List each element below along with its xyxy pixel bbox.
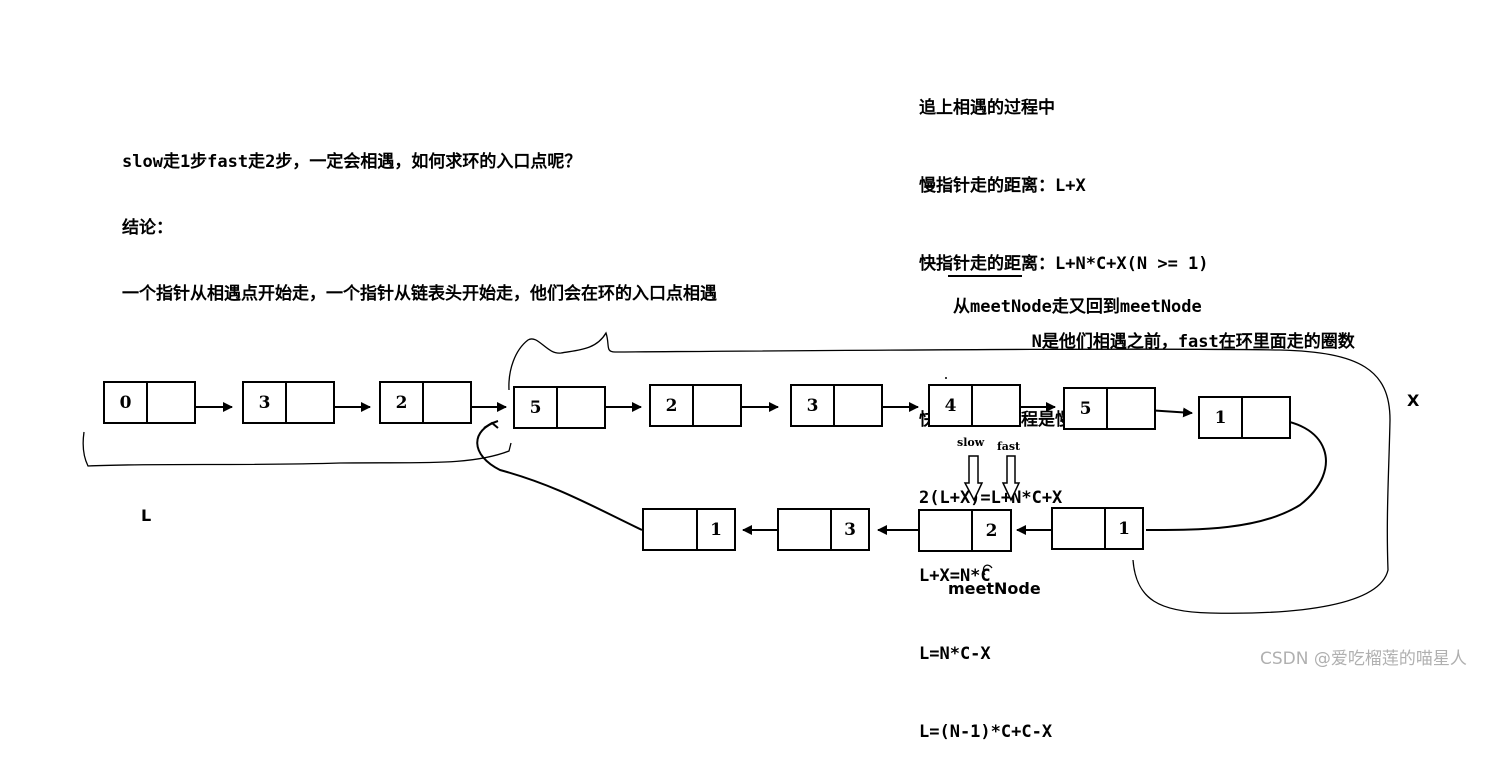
node-next	[920, 511, 971, 550]
node-value: 0	[119, 392, 132, 413]
list-node-top-4: 2	[649, 384, 742, 427]
derivation-line: 快指针走的距离：L+N*C+X(N >= 1)	[919, 254, 1209, 274]
derivation-line: N是他们相遇之前，fast在环里面走的圈数	[919, 332, 1355, 352]
list-node-top-6: 4	[928, 384, 1021, 427]
list-node-top-3: 5	[513, 386, 606, 429]
node-value: 3	[258, 392, 271, 413]
derivation-line: L=(N-1)*C+C-X	[919, 722, 1053, 742]
fast-arrow-icon	[1001, 455, 1021, 502]
dot-mark	[945, 377, 947, 379]
X-label: X	[1407, 391, 1420, 410]
node-value: 1	[696, 510, 734, 549]
node-value: 1	[1214, 407, 1227, 428]
conclusion-text: slow走1步fast走2步，一定会相遇，如何求环的入口点呢？ 结论： 一个指针…	[122, 107, 717, 327]
curve-right-turn	[1145, 418, 1327, 531]
derivation-line: 2(L+X)=L+N*C+X	[919, 488, 1063, 508]
list-node-bottom-2: 2	[918, 509, 1012, 552]
derivation-line: L+X=N*C	[919, 566, 991, 586]
fast-label: fast	[997, 440, 1021, 453]
node-next	[779, 510, 830, 549]
meetnode-label: meetNode	[948, 579, 1041, 598]
node-next	[285, 383, 333, 422]
list-node-top-0: 0	[103, 381, 196, 424]
diagram-links	[82, 275, 1391, 614]
derivation-line: 追上相遇的过程中	[919, 98, 1055, 118]
meetnode-squiggle	[982, 564, 993, 576]
node-value: 2	[971, 511, 1010, 550]
node-value: 4	[944, 395, 957, 416]
node-next	[1241, 398, 1289, 437]
node-next	[556, 388, 604, 427]
watermark: CSDN @爱吃榴莲的喵星人	[1260, 649, 1467, 669]
conclusion-line: 一个指针从相遇点开始走，一个指针从链表头开始走，他们会在环的入口点相遇	[122, 284, 717, 304]
node-value: 3	[830, 510, 868, 549]
node-value: 1	[1104, 509, 1142, 548]
derivation-line: L=N*C-X	[919, 644, 991, 664]
list-node-bottom-0: 1	[642, 508, 736, 551]
conclusion-label: 结论：	[122, 218, 173, 238]
list-node-bottom-1: 3	[777, 508, 870, 551]
node-value: 5	[1079, 398, 1092, 419]
node-next	[1053, 509, 1104, 548]
list-node-top-7: 5	[1063, 387, 1156, 430]
node-next	[692, 386, 740, 425]
L-brace	[82, 431, 512, 467]
list-node-top-2: 2	[379, 381, 472, 424]
meetnode-loop-note: 从meetNode走又回到meetNode	[953, 297, 1202, 317]
loop-arrowhead	[483, 421, 499, 429]
node-next	[146, 383, 194, 422]
X-loop-curve	[508, 331, 1391, 614]
slow-label: slow	[957, 436, 985, 449]
derivation-line: 慢指针走的距离：L+X	[919, 176, 1086, 196]
curve-loop-back	[476, 420, 643, 531]
node-next	[422, 383, 470, 422]
list-node-bottom-3: 1	[1051, 507, 1144, 550]
node-next	[971, 386, 1019, 425]
node-value: 5	[529, 397, 542, 418]
node-value: 3	[806, 395, 819, 416]
node-next	[833, 386, 881, 425]
node-next	[644, 510, 696, 549]
question-line: slow走1步fast走2步，一定会相遇，如何求环的入口点呢？	[122, 152, 582, 172]
L-label: L	[141, 506, 152, 525]
slow-arrow-icon	[963, 455, 984, 502]
node-value: 2	[395, 392, 408, 413]
node-value: 2	[665, 395, 678, 416]
list-node-top-5: 3	[790, 384, 883, 427]
list-node-top-1: 3	[242, 381, 335, 424]
list-node-top-8: 1	[1198, 396, 1291, 439]
node-next	[1106, 389, 1154, 428]
